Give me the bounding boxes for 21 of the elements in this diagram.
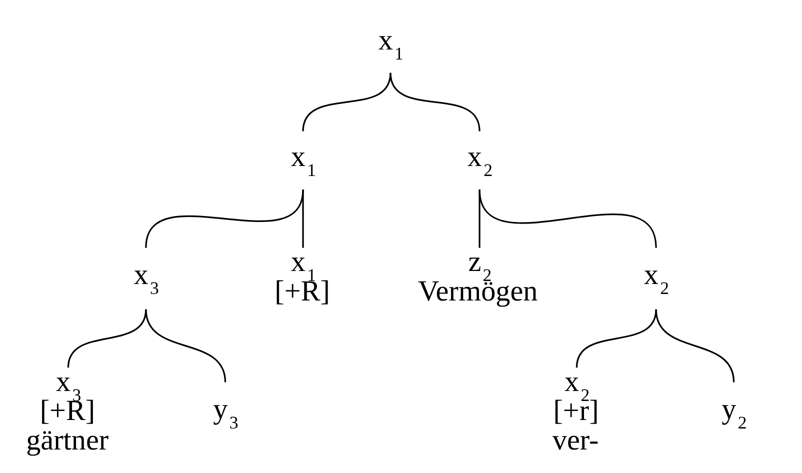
node-text: x$_{1}$ [+R]	[274, 246, 330, 308]
connector	[478, 189, 657, 248]
connector	[390, 72, 480, 132]
node-text: x$_{2}$	[644, 259, 670, 298]
node-text: z$_{2}$ Vermögen	[418, 246, 538, 308]
node-text: y$_{3}$	[213, 394, 238, 433]
connector	[302, 190, 304, 248]
node-text: y$_{2}$	[722, 394, 747, 433]
connector	[145, 309, 226, 382]
connector	[302, 72, 392, 132]
connector	[655, 309, 735, 382]
connector	[478, 190, 480, 248]
node-text: x$_{1}$	[378, 24, 404, 64]
node-text: x$_{3}$ [+R] gärtner	[26, 366, 109, 456]
node-text: x$_{2}$	[467, 140, 492, 180]
node-text: x$_{2}$ [+r] ver-	[552, 366, 599, 456]
connector	[576, 309, 657, 368]
connector	[67, 309, 147, 368]
node-text: x$_{1}$	[290, 140, 316, 180]
connector	[145, 189, 304, 248]
node-text: x$_{3}$	[134, 259, 159, 298]
